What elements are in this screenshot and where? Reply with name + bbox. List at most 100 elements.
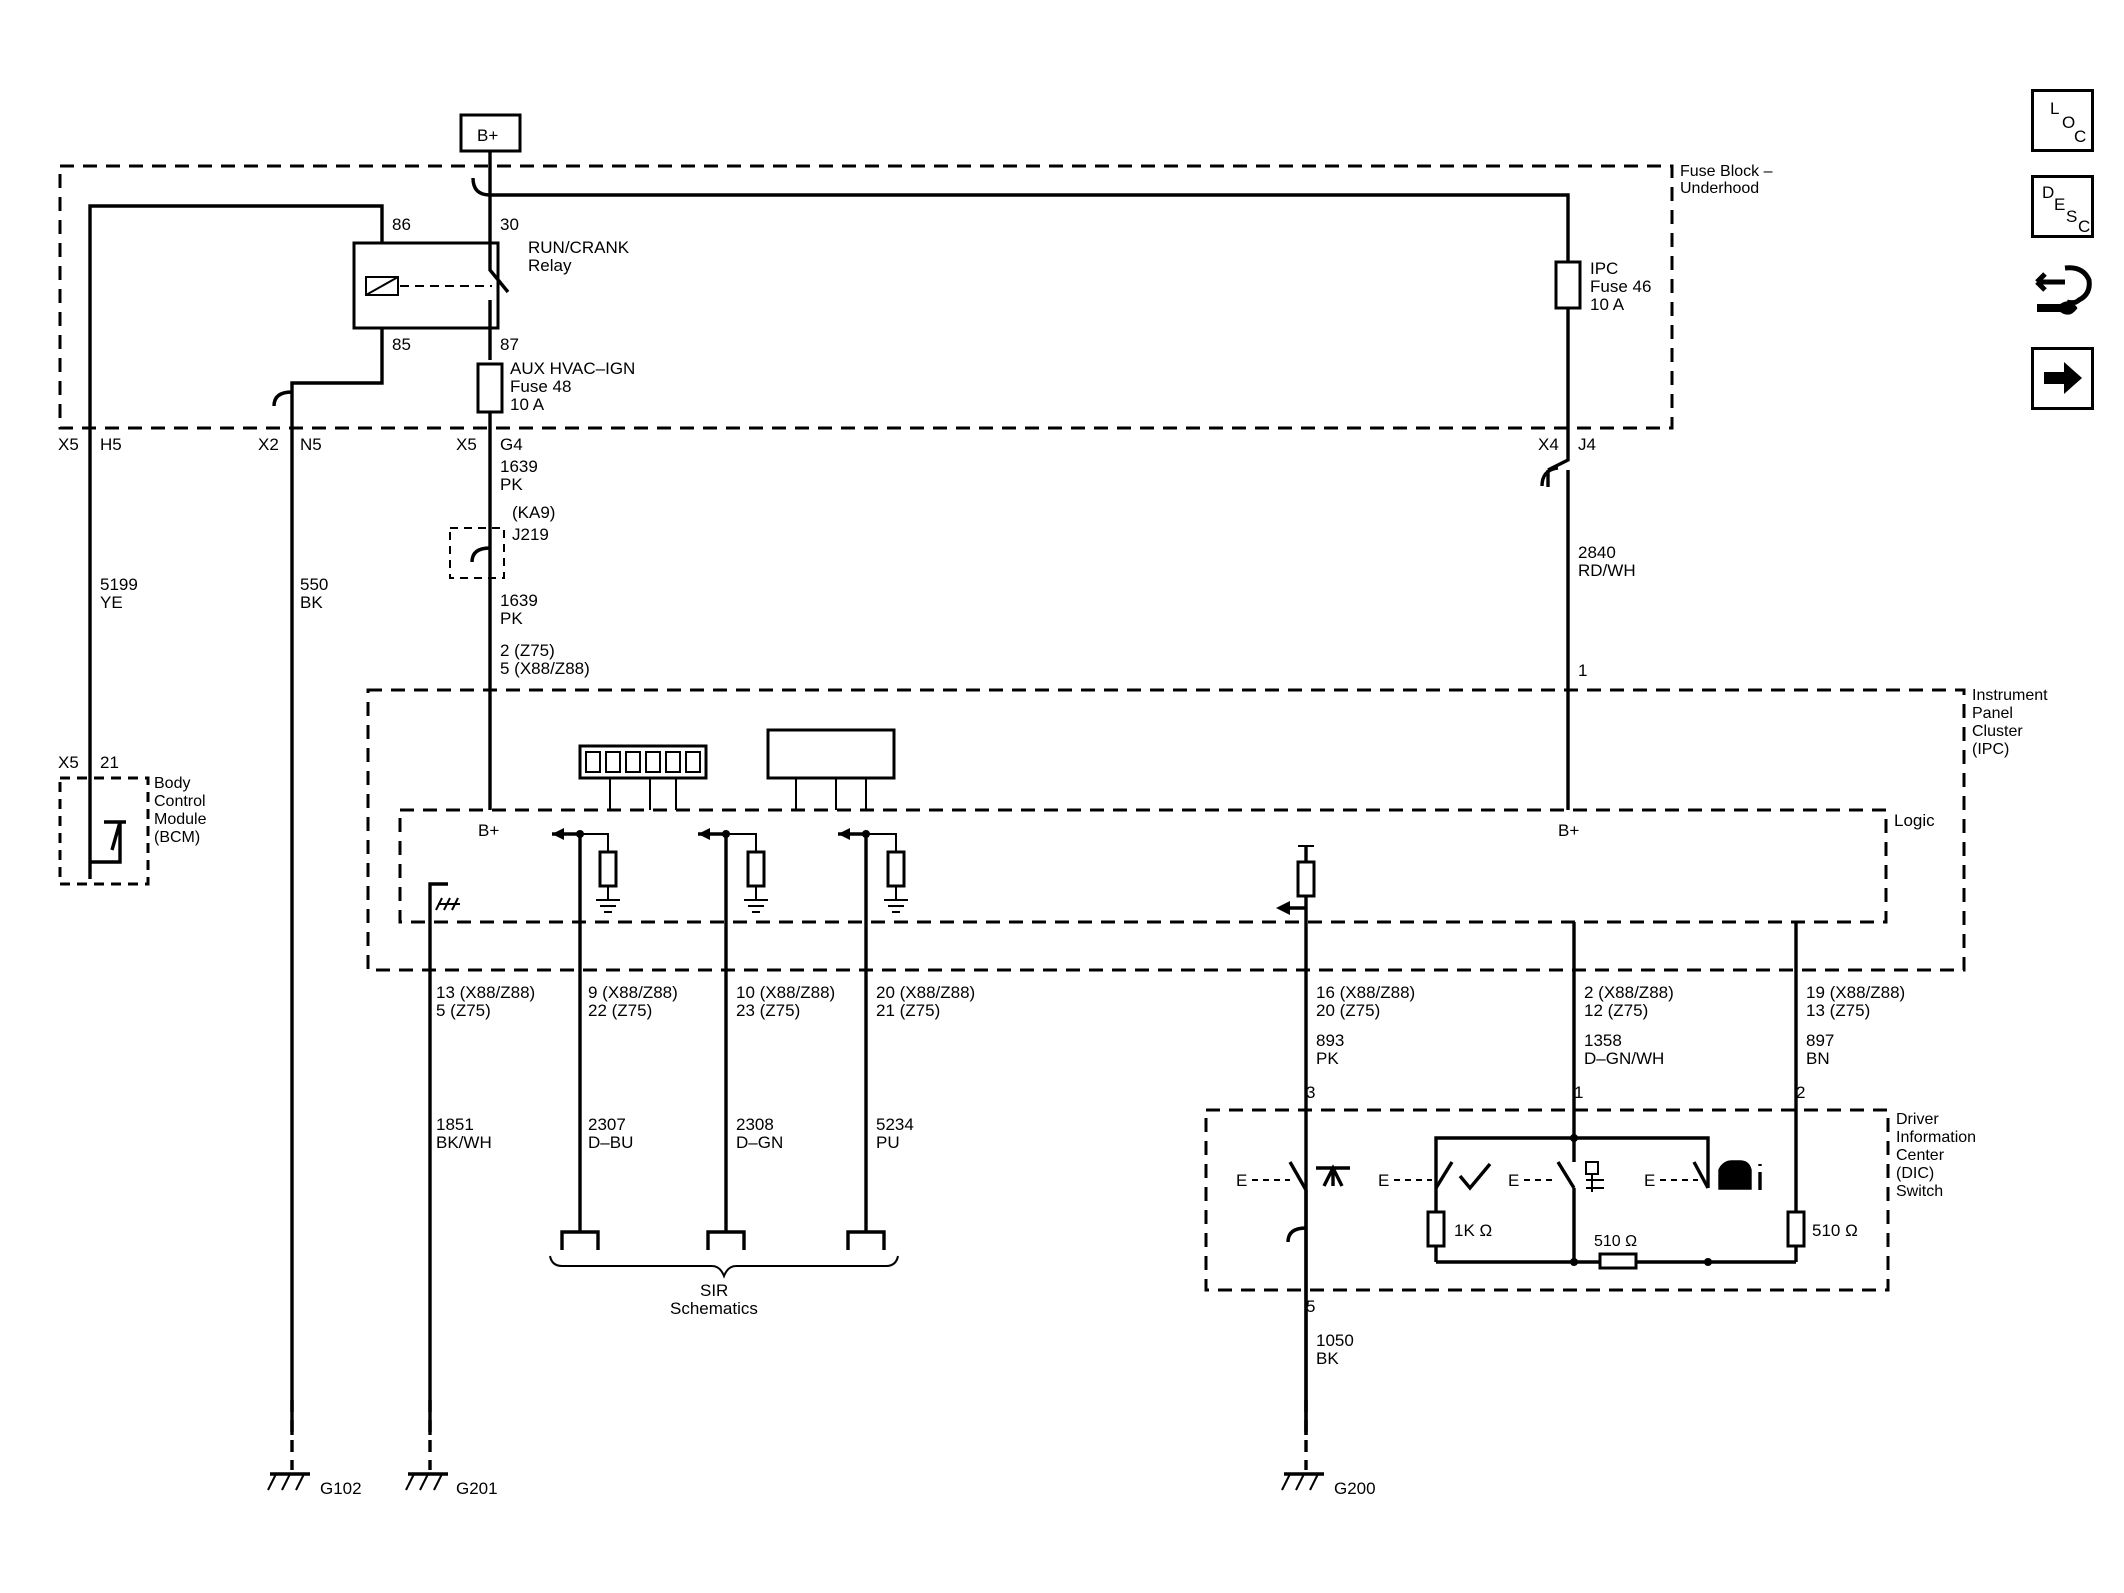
aux-fuse-label-2: Fuse 48 — [510, 377, 571, 396]
dic-label-1: Driver — [1896, 1111, 1939, 1128]
dic-select-check-icon — [1458, 1162, 1492, 1191]
ipc-logic-outline — [398, 808, 1888, 924]
resistor-510-a-label: 510 Ω — [1594, 1233, 1637, 1250]
loc-letter-o: O — [2062, 113, 2076, 132]
logic-ground-icon — [435, 897, 460, 911]
wire-550-label-1: 550 — [300, 575, 328, 594]
ipc-fuse-label-3: 10 A — [1590, 295, 1625, 314]
conn-ipc-bplus-2: 5 (X88/Z88) — [500, 659, 590, 678]
connector-tool-icon — [2035, 265, 2092, 315]
resistor-1k — [1426, 1210, 1446, 1248]
aux-hvac-fuse-48 — [476, 362, 504, 414]
dic-trip-icon — [1585, 1161, 1604, 1192]
ipc-pin-1: 1 — [1578, 661, 1587, 680]
pin-86: 86 — [392, 215, 411, 234]
pin-85: 85 — [392, 335, 411, 354]
aux-fuse-label-3: 10 A — [510, 395, 545, 414]
pin-g4: G4 — [500, 435, 523, 454]
sir-connector-ends — [549, 1230, 899, 1279]
sir-label-2: Schematics — [670, 1299, 758, 1318]
desc-letter-e: E — [2054, 195, 2066, 214]
wire-893-label-2: PK — [1316, 1049, 1339, 1068]
loc-letter-l: L — [2050, 99, 2060, 118]
ipc-label-3: Cluster — [1972, 723, 2023, 740]
ka9-option-box — [449, 527, 505, 579]
pin-n5: N5 — [300, 435, 322, 454]
dic-vehicle-info-icon — [1718, 1160, 1752, 1190]
conn-16-2: 20 (Z75) — [1316, 1001, 1380, 1020]
relay-label-2: Relay — [528, 256, 572, 275]
bcm-switch — [90, 820, 126, 864]
ipc-fuse-label-1: IPC — [1590, 259, 1618, 278]
bcm-label-3: Module — [154, 811, 207, 828]
dic-label-2: Information — [1896, 1129, 1976, 1146]
conn-9-1: 9 (X88/Z88) — [588, 983, 678, 1002]
desc-letter-s: S — [2066, 207, 2078, 226]
wire-1851-bkwh — [428, 882, 448, 1435]
pin-h5: H5 — [100, 435, 122, 454]
wire-2307-label-1: 2307 — [588, 1115, 626, 1134]
bplus-left-label: B+ — [478, 821, 499, 840]
fuse-block-label-1: Fuse Block – — [1680, 163, 1773, 180]
wire-2308-label-1: 2308 — [736, 1115, 774, 1134]
wire-897-label-1: 897 — [1806, 1031, 1834, 1050]
resistor-510-b — [1786, 1210, 1806, 1248]
location-view-button[interactable]: L O C — [2031, 89, 2094, 152]
wire-5234-label-1: 5234 — [876, 1115, 914, 1134]
sir-driver-1 — [552, 828, 620, 1232]
wire-1639-label-b1: 1639 — [500, 591, 538, 610]
resistor-510-a — [1598, 1252, 1638, 1270]
conn-13-2: 5 (Z75) — [436, 1001, 491, 1020]
desc-letter-c: C — [2078, 217, 2091, 236]
dic-common-bus — [1434, 1136, 1710, 1262]
bcm-label-4: (BCM) — [154, 829, 200, 846]
ipc-label-4: (IPC) — [1972, 741, 2009, 758]
connector-tool-button[interactable] — [2031, 260, 2094, 323]
pin-30: 30 — [500, 215, 519, 234]
dic-e-4: E — [1644, 1171, 1655, 1190]
conn-ipc-bplus-1: 2 (Z75) — [500, 641, 555, 660]
wire-1639-label-a1: 1639 — [500, 457, 538, 476]
dic-switch-outline — [1204, 1108, 1890, 1292]
wire-1050-label-2: BK — [1316, 1349, 1339, 1368]
conn-10-2: 23 (Z75) — [736, 1001, 800, 1020]
conn-2-1: 2 (X88/Z88) — [1584, 983, 1674, 1002]
arrow-right-icon — [2044, 362, 2082, 394]
wire-2840-label-1: 2840 — [1578, 543, 1616, 562]
logic-label: Logic — [1894, 811, 1935, 830]
conn-19-1: 19 (X88/Z88) — [1806, 983, 1905, 1002]
wire-893-label-1: 893 — [1316, 1031, 1344, 1050]
splice-j219: J219 — [512, 525, 549, 544]
resistor-510-b-label: 510 Ω — [1812, 1221, 1858, 1240]
ground-g200-label: G200 — [1334, 1479, 1376, 1498]
option-ka9: (KA9) — [512, 503, 555, 522]
dic-pin-1: 1 — [1574, 1083, 1583, 1102]
wire-1851-label-2: BK/WH — [436, 1133, 492, 1152]
conn-2-2: 12 (Z75) — [1584, 1001, 1648, 1020]
bcm-label-2: Control — [154, 793, 206, 810]
dic-pin-5: 5 — [1306, 1297, 1315, 1316]
wire-1639-label-b2: PK — [500, 609, 523, 628]
ipc-fuse-label-2: Fuse 46 — [1590, 277, 1651, 296]
dic-scroll-icon — [1316, 1164, 1350, 1187]
pin-87: 87 — [500, 335, 519, 354]
wire-1358-label-2: D–GN/WH — [1584, 1049, 1664, 1068]
wire-1639-label-a2: PK — [500, 475, 523, 494]
bplus-top-label: B+ — [477, 126, 498, 145]
wire-897-label-2: BN — [1806, 1049, 1830, 1068]
dic-signal-circuit — [1276, 845, 1316, 1435]
conn-x2: X2 — [258, 435, 279, 454]
description-view-button[interactable]: D E S C — [2031, 175, 2094, 238]
dic-switch-contacts — [1434, 1138, 1710, 1262]
dic-label-3: Center — [1896, 1147, 1945, 1164]
next-page-button[interactable] — [2031, 347, 2094, 410]
bus-splice — [471, 177, 491, 197]
wire-2307-label-2: D–BU — [588, 1133, 633, 1152]
wire-5199-ye — [88, 204, 384, 879]
conn-20-2: 21 (Z75) — [876, 1001, 940, 1020]
conn-x5-a: X5 — [58, 435, 79, 454]
wire-1851-label-1: 1851 — [436, 1115, 474, 1134]
conn-x5-b: X5 — [456, 435, 477, 454]
ground-g201-icon — [405, 1472, 448, 1491]
